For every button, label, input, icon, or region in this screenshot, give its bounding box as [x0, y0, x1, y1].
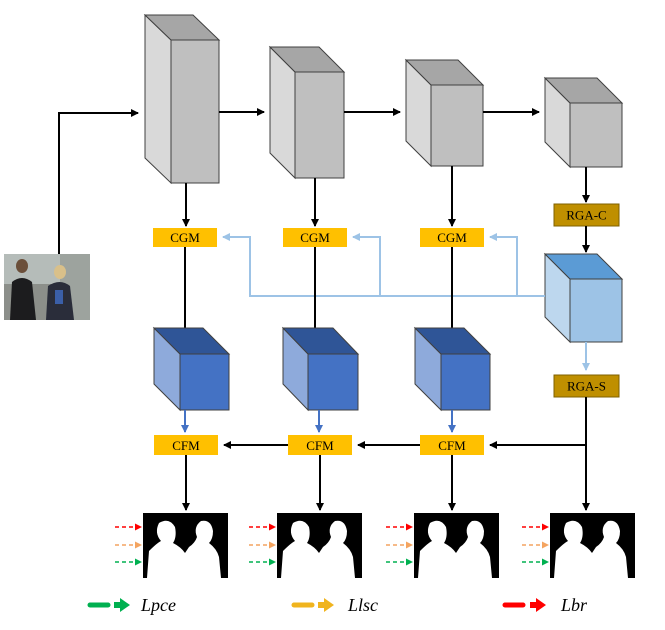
input-arrow — [58, 109, 139, 254]
cgm-label-3: CGM — [437, 230, 467, 245]
guidance-cube — [543, 252, 624, 344]
backbone-block-4 — [543, 76, 624, 169]
backbone-block-3 — [404, 58, 485, 168]
output-map-2 — [249, 513, 362, 578]
cgm-label-2: CGM — [300, 230, 330, 245]
decoder-cube-3 — [413, 326, 492, 412]
rga-s-module: RGA-S — [553, 374, 620, 398]
legend-label-llsc: Llsc — [347, 595, 378, 615]
cfm-label-3: CFM — [438, 438, 466, 453]
cgm-module-2: CGM — [283, 228, 347, 247]
output-map-3 — [386, 513, 499, 578]
decoder-cube-1 — [152, 326, 231, 412]
input-image — [4, 254, 90, 320]
cfm-label-1: CFM — [172, 438, 200, 453]
legend-label-lbr: Lbr — [560, 595, 588, 615]
backbone-block-1 — [143, 13, 221, 185]
cfm-label-2: CFM — [306, 438, 334, 453]
output-map-4 — [522, 513, 635, 578]
rga-s-label: RGA-S — [567, 379, 606, 394]
rga-c-module: RGA-C — [553, 203, 620, 227]
cfm-module-2: CFM — [288, 435, 352, 455]
fusion-arrows — [223, 397, 590, 511]
legend-item-llsc: Llsc — [291, 595, 378, 615]
decoder-cube-2 — [281, 326, 360, 412]
cfm-module-3: CFM — [420, 435, 484, 455]
cfm-module-1: CFM — [154, 435, 218, 455]
cgm-module-1: CGM — [153, 228, 217, 247]
guidance-arrows — [222, 233, 590, 371]
cgm-module-3: CGM — [420, 228, 484, 247]
legend: Lpce Llsc Lbr — [87, 595, 588, 615]
output-map-1 — [115, 513, 228, 578]
legend-item-lbr: Lbr — [502, 595, 588, 615]
backbone-block-2 — [268, 45, 346, 180]
rga-c-label: RGA-C — [566, 208, 606, 223]
cgm-label-1: CGM — [170, 230, 200, 245]
legend-item-lpce: Lpce — [87, 595, 176, 615]
legend-label-lpce: Lpce — [140, 595, 176, 615]
